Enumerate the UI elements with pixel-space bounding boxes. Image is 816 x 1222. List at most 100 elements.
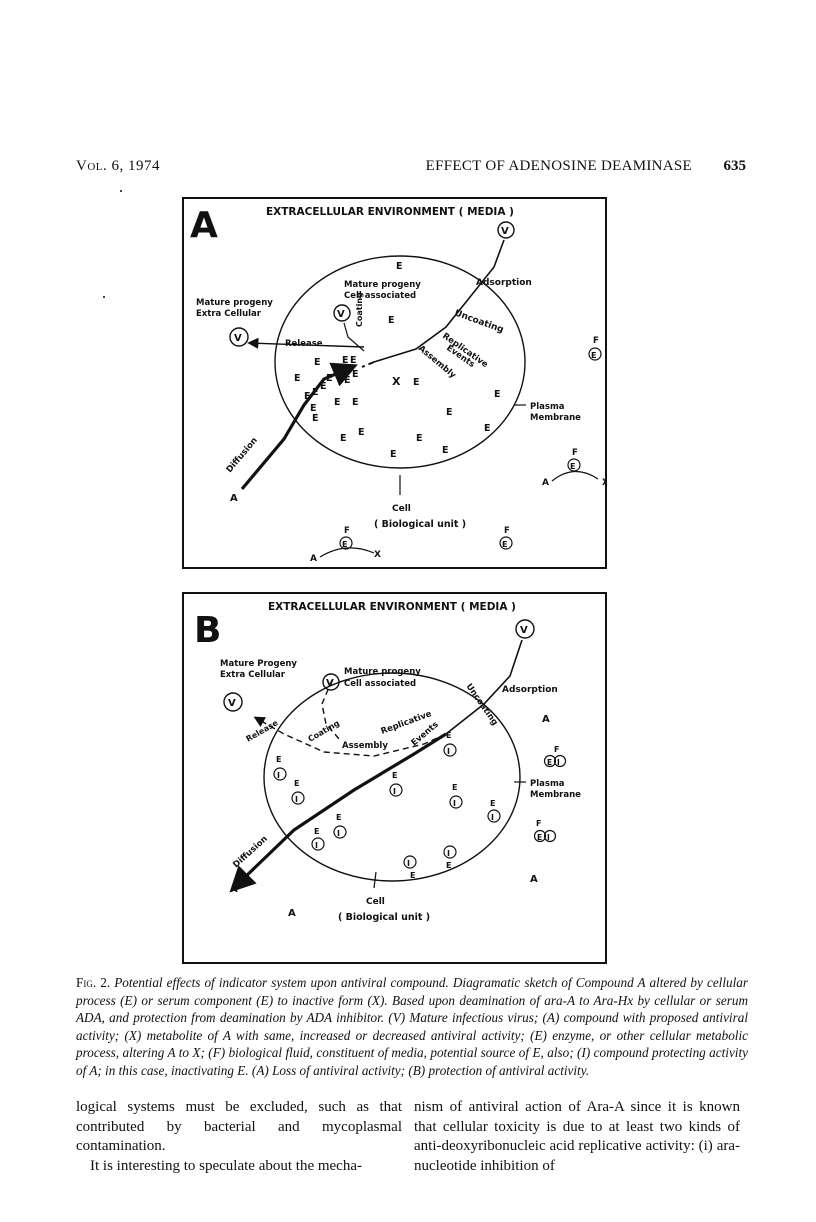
- inhibitor-pair: EI: [449, 783, 463, 809]
- enzyme-e: E: [320, 381, 327, 392]
- compound-a-label: A: [310, 554, 317, 564]
- enzyme-e: E: [352, 369, 359, 380]
- enzyme-e: E: [413, 377, 420, 388]
- inhibitor-i: I: [407, 859, 410, 868]
- enzyme-e: E: [446, 861, 451, 870]
- uncoating-label: Uncoating: [464, 682, 500, 728]
- inhibitor-pair: EI: [487, 799, 501, 823]
- biological-unit-label: ( Biological unit ): [374, 519, 466, 530]
- enzyme-e: E: [392, 771, 397, 780]
- enzyme-cluster: E E E E E E E E E E E E E E E E X E E E …: [294, 261, 501, 460]
- enzyme-e: E: [502, 540, 507, 549]
- fluid-f: F: [554, 745, 559, 754]
- stray-mark: [103, 296, 105, 298]
- cell-pointer: [373, 871, 377, 889]
- inhibitor-i: I: [557, 758, 560, 767]
- virus-label: V: [501, 226, 509, 237]
- enzyme-e: E: [494, 389, 501, 400]
- metabolite-x: X: [374, 550, 381, 560]
- environment-label: EXTRACELLULAR ENVIRONMENT ( MEDIA ): [268, 601, 516, 613]
- progeny-cell-label-1: Mature progeny: [344, 667, 421, 677]
- inhibitor-circle: [291, 791, 305, 805]
- compound-a-label: A: [542, 478, 549, 488]
- inhibitor-pair: IE: [403, 855, 417, 880]
- enzyme-e: E: [312, 413, 319, 424]
- virus-path: [373, 239, 505, 363]
- fluid-f: F: [572, 448, 578, 458]
- coating-label: Coating: [307, 718, 342, 743]
- stray-mark: [120, 190, 122, 192]
- inhibitor-i: I: [295, 795, 298, 804]
- inhibitor-circle: [487, 809, 501, 823]
- enzyme-e: E: [304, 391, 311, 402]
- enzyme-circle: [543, 754, 557, 768]
- compound-a-label: A: [288, 908, 296, 919]
- coating-label: Coating: [355, 292, 364, 327]
- progeny-cell-label-1: Mature progeny: [344, 280, 421, 290]
- virus-circle: [229, 327, 249, 347]
- enzyme-e: E: [314, 827, 319, 836]
- enzyme-circle: [588, 347, 602, 361]
- environment-label: EXTRACELLULAR ENVIRONMENT ( MEDIA ): [266, 206, 514, 218]
- inhibitor-pair: EI: [311, 827, 325, 851]
- inhibitor-i: I: [547, 833, 550, 842]
- inhibitor-circle: [403, 855, 417, 869]
- panel-letter: B: [194, 610, 221, 651]
- inhibitor-i: I: [315, 841, 318, 850]
- virus-circle: [497, 221, 515, 239]
- enzyme-e: E: [342, 355, 349, 366]
- caption-text: Potential effects of indicator system up…: [76, 975, 748, 1078]
- volume-label: Vol. 6, 1974: [76, 158, 160, 174]
- membrane-label: Membrane: [530, 413, 581, 423]
- figure-panel-b: B EXTRACELLULAR ENVIRONMENT ( MEDIA ) V …: [182, 592, 607, 964]
- enzyme-e: E: [490, 799, 495, 808]
- metabolite-x: X: [392, 375, 401, 388]
- inhibitor-i: I: [453, 799, 456, 808]
- enzyme-e: E: [484, 423, 491, 434]
- inhibitor-i: I: [337, 829, 340, 838]
- cell-membrane: [274, 255, 526, 469]
- progeny-cell-label-2: Cell associated: [344, 291, 416, 301]
- metabolite-x: X: [602, 478, 605, 488]
- inhibitor-pair: IE: [443, 845, 457, 870]
- fluid-f: F: [536, 819, 541, 828]
- compound-a-label: A: [230, 493, 238, 504]
- fluid-f: F: [504, 526, 510, 536]
- inhibitor-pair: EI: [443, 731, 457, 757]
- enzyme-e: E: [326, 373, 333, 384]
- enzyme-e: E: [446, 407, 453, 418]
- figure-caption: Fig. 2. Potential effects of indicator s…: [76, 974, 748, 1079]
- release-label: Release: [285, 339, 323, 349]
- diffusion-arrowhead: [229, 865, 257, 893]
- fluid-f: F: [593, 336, 599, 346]
- inhibitor-circle: [311, 837, 325, 851]
- inhibitor-circle: [389, 783, 403, 797]
- inhibitor-pair: EI: [333, 813, 347, 839]
- enzyme-e: E: [416, 433, 423, 444]
- body-column-right: nism of antiviral action of Ara-A since …: [414, 1098, 740, 1176]
- membrane-label: Membrane: [530, 790, 581, 800]
- cell-label: Cell: [392, 504, 411, 514]
- biological-unit-label: ( Biological unit ): [338, 912, 430, 923]
- inhibitor-circle: [273, 767, 287, 781]
- release-path: [253, 716, 447, 757]
- virus-path: [445, 639, 523, 735]
- uncoating-label: Uncoating: [453, 308, 505, 335]
- compound-a-label: A: [542, 714, 550, 725]
- reaction-arc: [551, 470, 599, 482]
- enzyme-e: E: [352, 397, 359, 408]
- enzyme-e: E: [410, 871, 415, 880]
- enzyme-e: E: [314, 357, 321, 368]
- panel-letter: A: [190, 205, 218, 246]
- assembly-label: Assembly: [342, 741, 388, 751]
- enzyme-e: E: [276, 755, 281, 764]
- compound-a-label: A: [530, 874, 538, 885]
- enzyme-circle: [499, 536, 513, 550]
- virus-label: V: [234, 333, 242, 344]
- enzyme-e: E: [334, 397, 341, 408]
- virus-label: V: [337, 309, 345, 320]
- enzyme-e: E: [294, 373, 301, 384]
- virus-label: V: [520, 625, 528, 636]
- inhibitor-i: I: [393, 787, 396, 796]
- running-header: Vol. 6, 1974 EFFECT OF ADENOSINE DEAMINA…: [76, 158, 746, 180]
